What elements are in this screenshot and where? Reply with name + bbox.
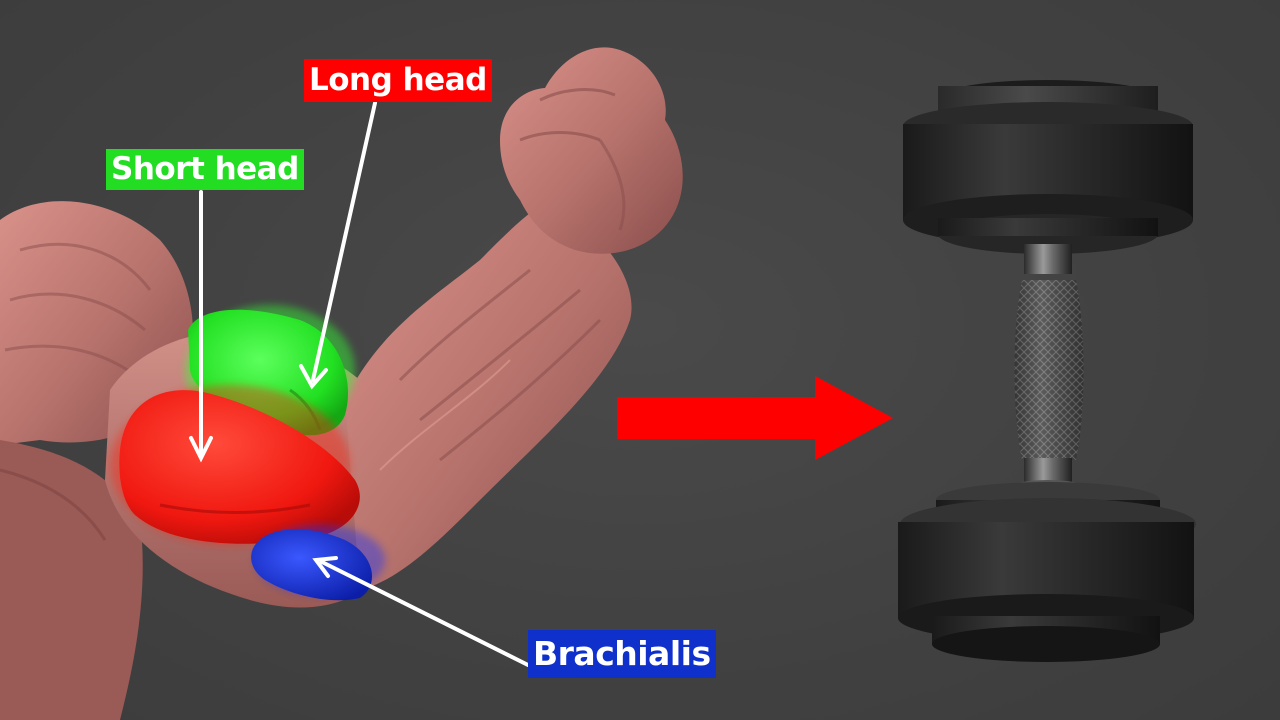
short-head-label: Short head [106, 149, 304, 190]
pointer-arrows [189, 101, 530, 667]
fist [500, 47, 683, 254]
right-arrow-icon [617, 376, 893, 460]
short-head-pointer-tip [189, 436, 213, 463]
brachialis-label: Brachialis [528, 630, 716, 678]
brachialis-pointer-tip [312, 556, 338, 578]
dumbbell-icon [898, 80, 1196, 662]
long-head-pointer-tip [299, 364, 328, 390]
torso [0, 440, 143, 720]
long-head-pointer [311, 101, 377, 382]
long-head-muscle [110, 385, 360, 545]
long-head-label: Long head [304, 59, 492, 102]
brachialis-pointer [320, 560, 530, 667]
forearm [345, 204, 632, 590]
